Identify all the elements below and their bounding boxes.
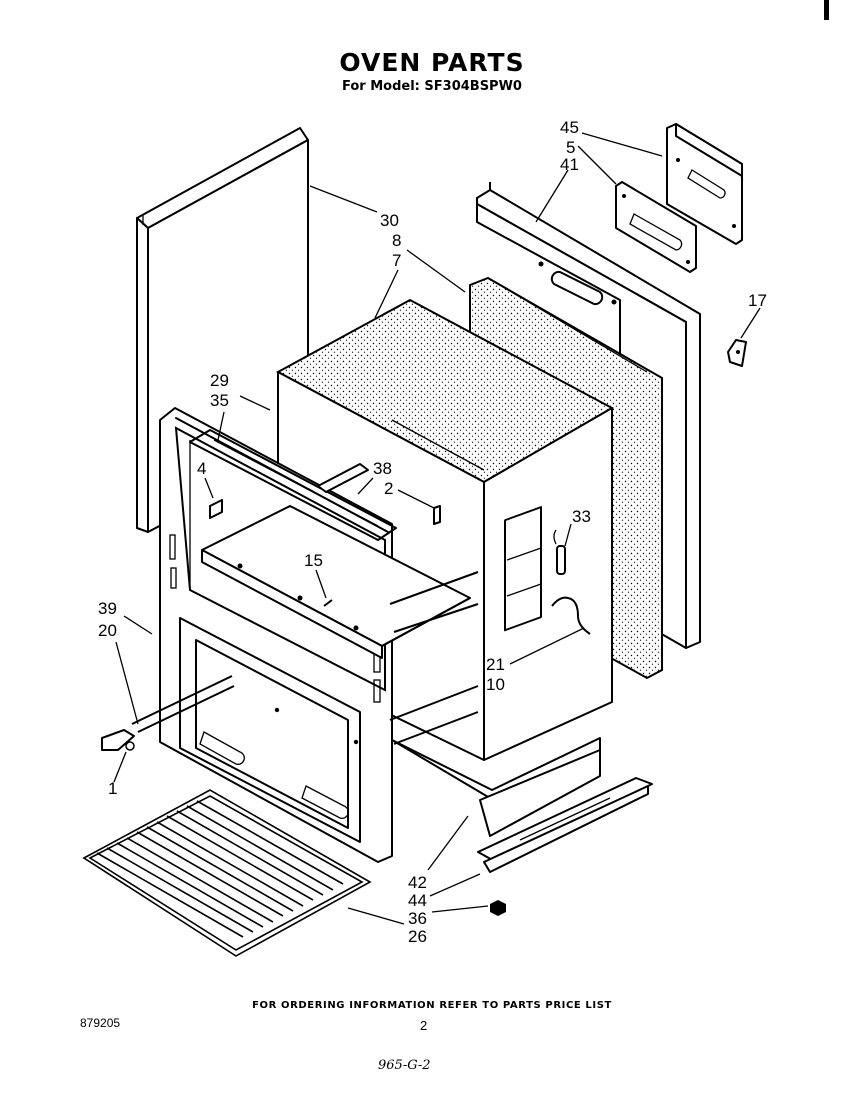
part-38-vent-strip xyxy=(317,463,369,493)
callout-20: 20 xyxy=(98,621,117,640)
part-2-bracket xyxy=(433,505,441,525)
callout-45: 45 xyxy=(560,118,579,137)
callout-35: 35 xyxy=(210,391,229,410)
callout-44: 44 xyxy=(408,891,427,910)
callout-36: 36 xyxy=(408,909,427,928)
callout-10: 10 xyxy=(486,675,505,694)
part-20-rack-support xyxy=(101,675,235,751)
model-subtitle: For Model: SF304BSPW0 xyxy=(342,79,522,94)
part-4-clip xyxy=(209,499,223,519)
callout-15: 15 xyxy=(304,551,323,570)
callout-4: 4 xyxy=(197,459,206,478)
callout-29: 29 xyxy=(210,371,229,390)
part-5-vent-plate xyxy=(615,181,697,273)
part-42-bottom-trim xyxy=(477,777,653,873)
part-35-gasket xyxy=(189,429,397,541)
leader-lines xyxy=(113,132,761,925)
callout-8: 8 xyxy=(392,231,401,250)
callout-17: 17 xyxy=(748,291,767,310)
callout-labels: 30 8 7 45 5 41 17 29 35 4 38 2 15 33 39 … xyxy=(98,118,767,946)
callout-2: 2 xyxy=(384,479,393,498)
callout-39: 39 xyxy=(98,599,117,618)
ordering-note: FOR ORDERING INFORMATION REFER TO PARTS … xyxy=(252,1000,612,1011)
page-number: 2 xyxy=(420,1018,428,1033)
interior-guides xyxy=(201,505,479,745)
page-title: OVEN PARTS xyxy=(339,48,525,77)
handwritten-note: 965-G-2 xyxy=(378,1058,431,1073)
callout-7: 7 xyxy=(392,251,401,270)
part-36-leveler xyxy=(490,900,506,916)
part-26-oven-rack xyxy=(82,789,372,957)
part-33-socket xyxy=(553,529,566,575)
part-15-screw xyxy=(323,599,333,607)
callout-42: 42 xyxy=(408,873,427,892)
part-45-vent-plate xyxy=(666,123,743,245)
callout-30: 30 xyxy=(380,211,399,230)
callout-21: 21 xyxy=(486,655,505,674)
callout-33: 33 xyxy=(572,507,591,526)
callout-5: 5 xyxy=(566,138,575,157)
callout-1: 1 xyxy=(108,779,117,798)
callout-38: 38 xyxy=(373,459,392,478)
callout-41: 41 xyxy=(560,155,579,174)
callout-26: 26 xyxy=(408,927,427,946)
registration-mark xyxy=(824,0,829,20)
part-17-clip xyxy=(727,339,747,367)
document-number: 879205 xyxy=(80,1016,121,1030)
part-21-wire xyxy=(551,596,591,635)
